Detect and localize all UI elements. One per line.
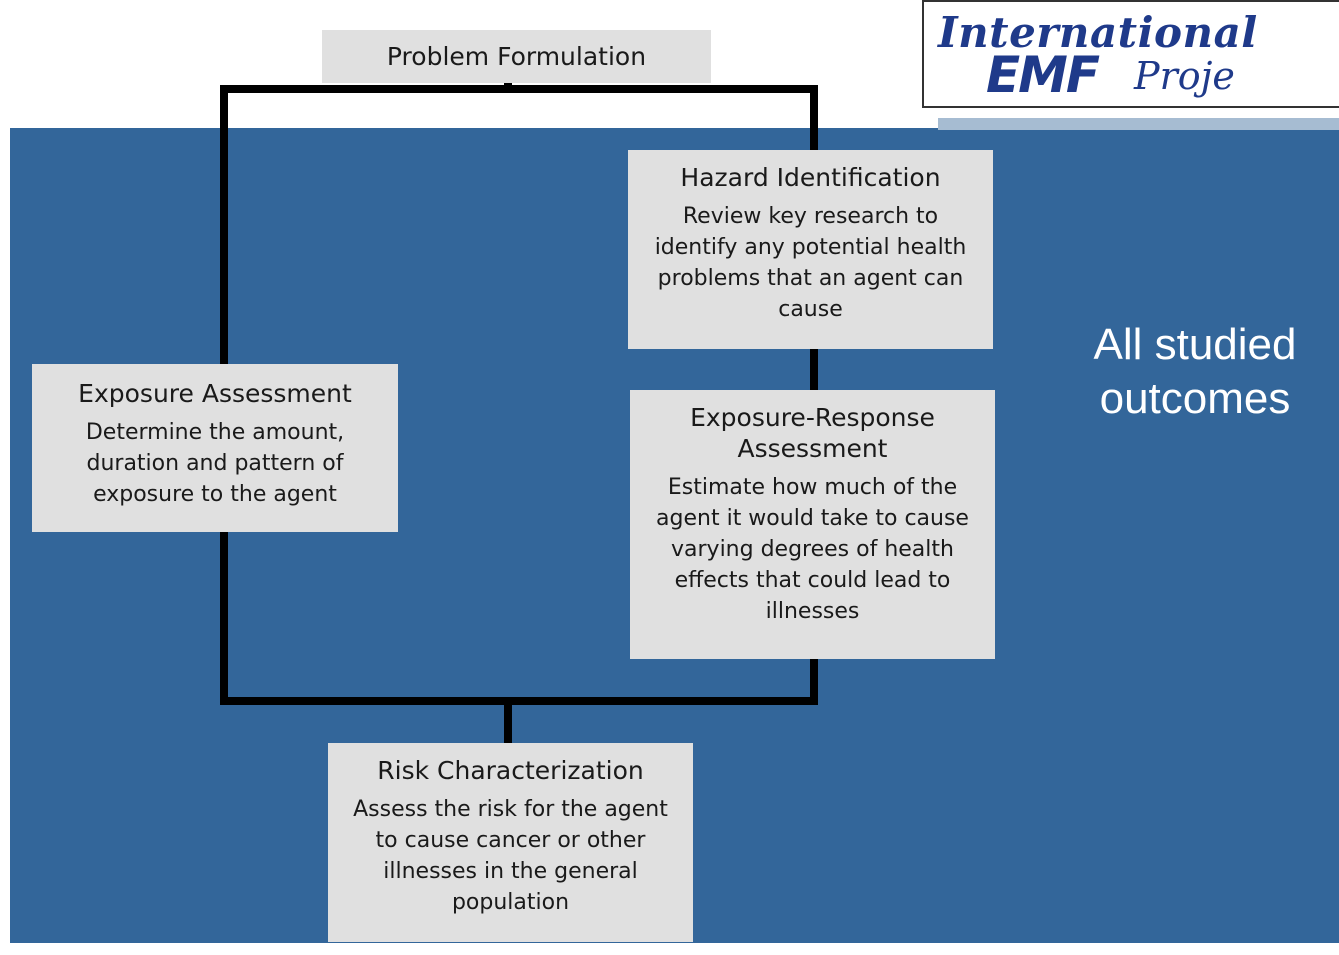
panel-accent-strip bbox=[938, 118, 1339, 130]
exposure-assessment-box: Exposure Assessment Determine the amount… bbox=[32, 364, 398, 532]
problem-formulation-box: Problem Formulation bbox=[322, 30, 711, 83]
emf-project-logo: International EMF Proje bbox=[922, 0, 1339, 108]
exposure-response-assessment-title: Exposure-Response Assessment bbox=[690, 403, 935, 463]
risk-characterization-box: Risk Characterization Assess the risk fo… bbox=[328, 743, 693, 942]
exposure-assessment-description: Determine the amount, duration and patte… bbox=[85, 420, 345, 507]
problem-formulation-title: Problem Formulation bbox=[386, 42, 647, 71]
exposure-response-assessment-description: Estimate how much of the agent it would … bbox=[656, 475, 969, 624]
logo-emf: EMF bbox=[986, 46, 1100, 104]
hazard-identification-box: Hazard Identification Review key researc… bbox=[628, 150, 993, 349]
risk-characterization-description: Assess the risk for the agent to cause c… bbox=[353, 797, 668, 915]
risk-characterization-title: Risk Characterization bbox=[377, 756, 644, 785]
exposure-response-assessment-box: Exposure-Response Assessment Estimate ho… bbox=[630, 390, 995, 659]
exposure-assessment-title: Exposure Assessment bbox=[78, 379, 352, 408]
hazard-identification-title: Hazard Identification bbox=[680, 163, 941, 192]
connector-bottom-bracket bbox=[220, 528, 818, 705]
hazard-identification-description: Review key research to identify any pote… bbox=[654, 204, 967, 322]
logo-line-1: International bbox=[938, 8, 1258, 57]
logo-line-2: Proje bbox=[1134, 54, 1235, 98]
connector-top-bracket bbox=[220, 85, 818, 368]
all-studied-outcomes-label: All studied outcomes bbox=[1093, 320, 1297, 423]
